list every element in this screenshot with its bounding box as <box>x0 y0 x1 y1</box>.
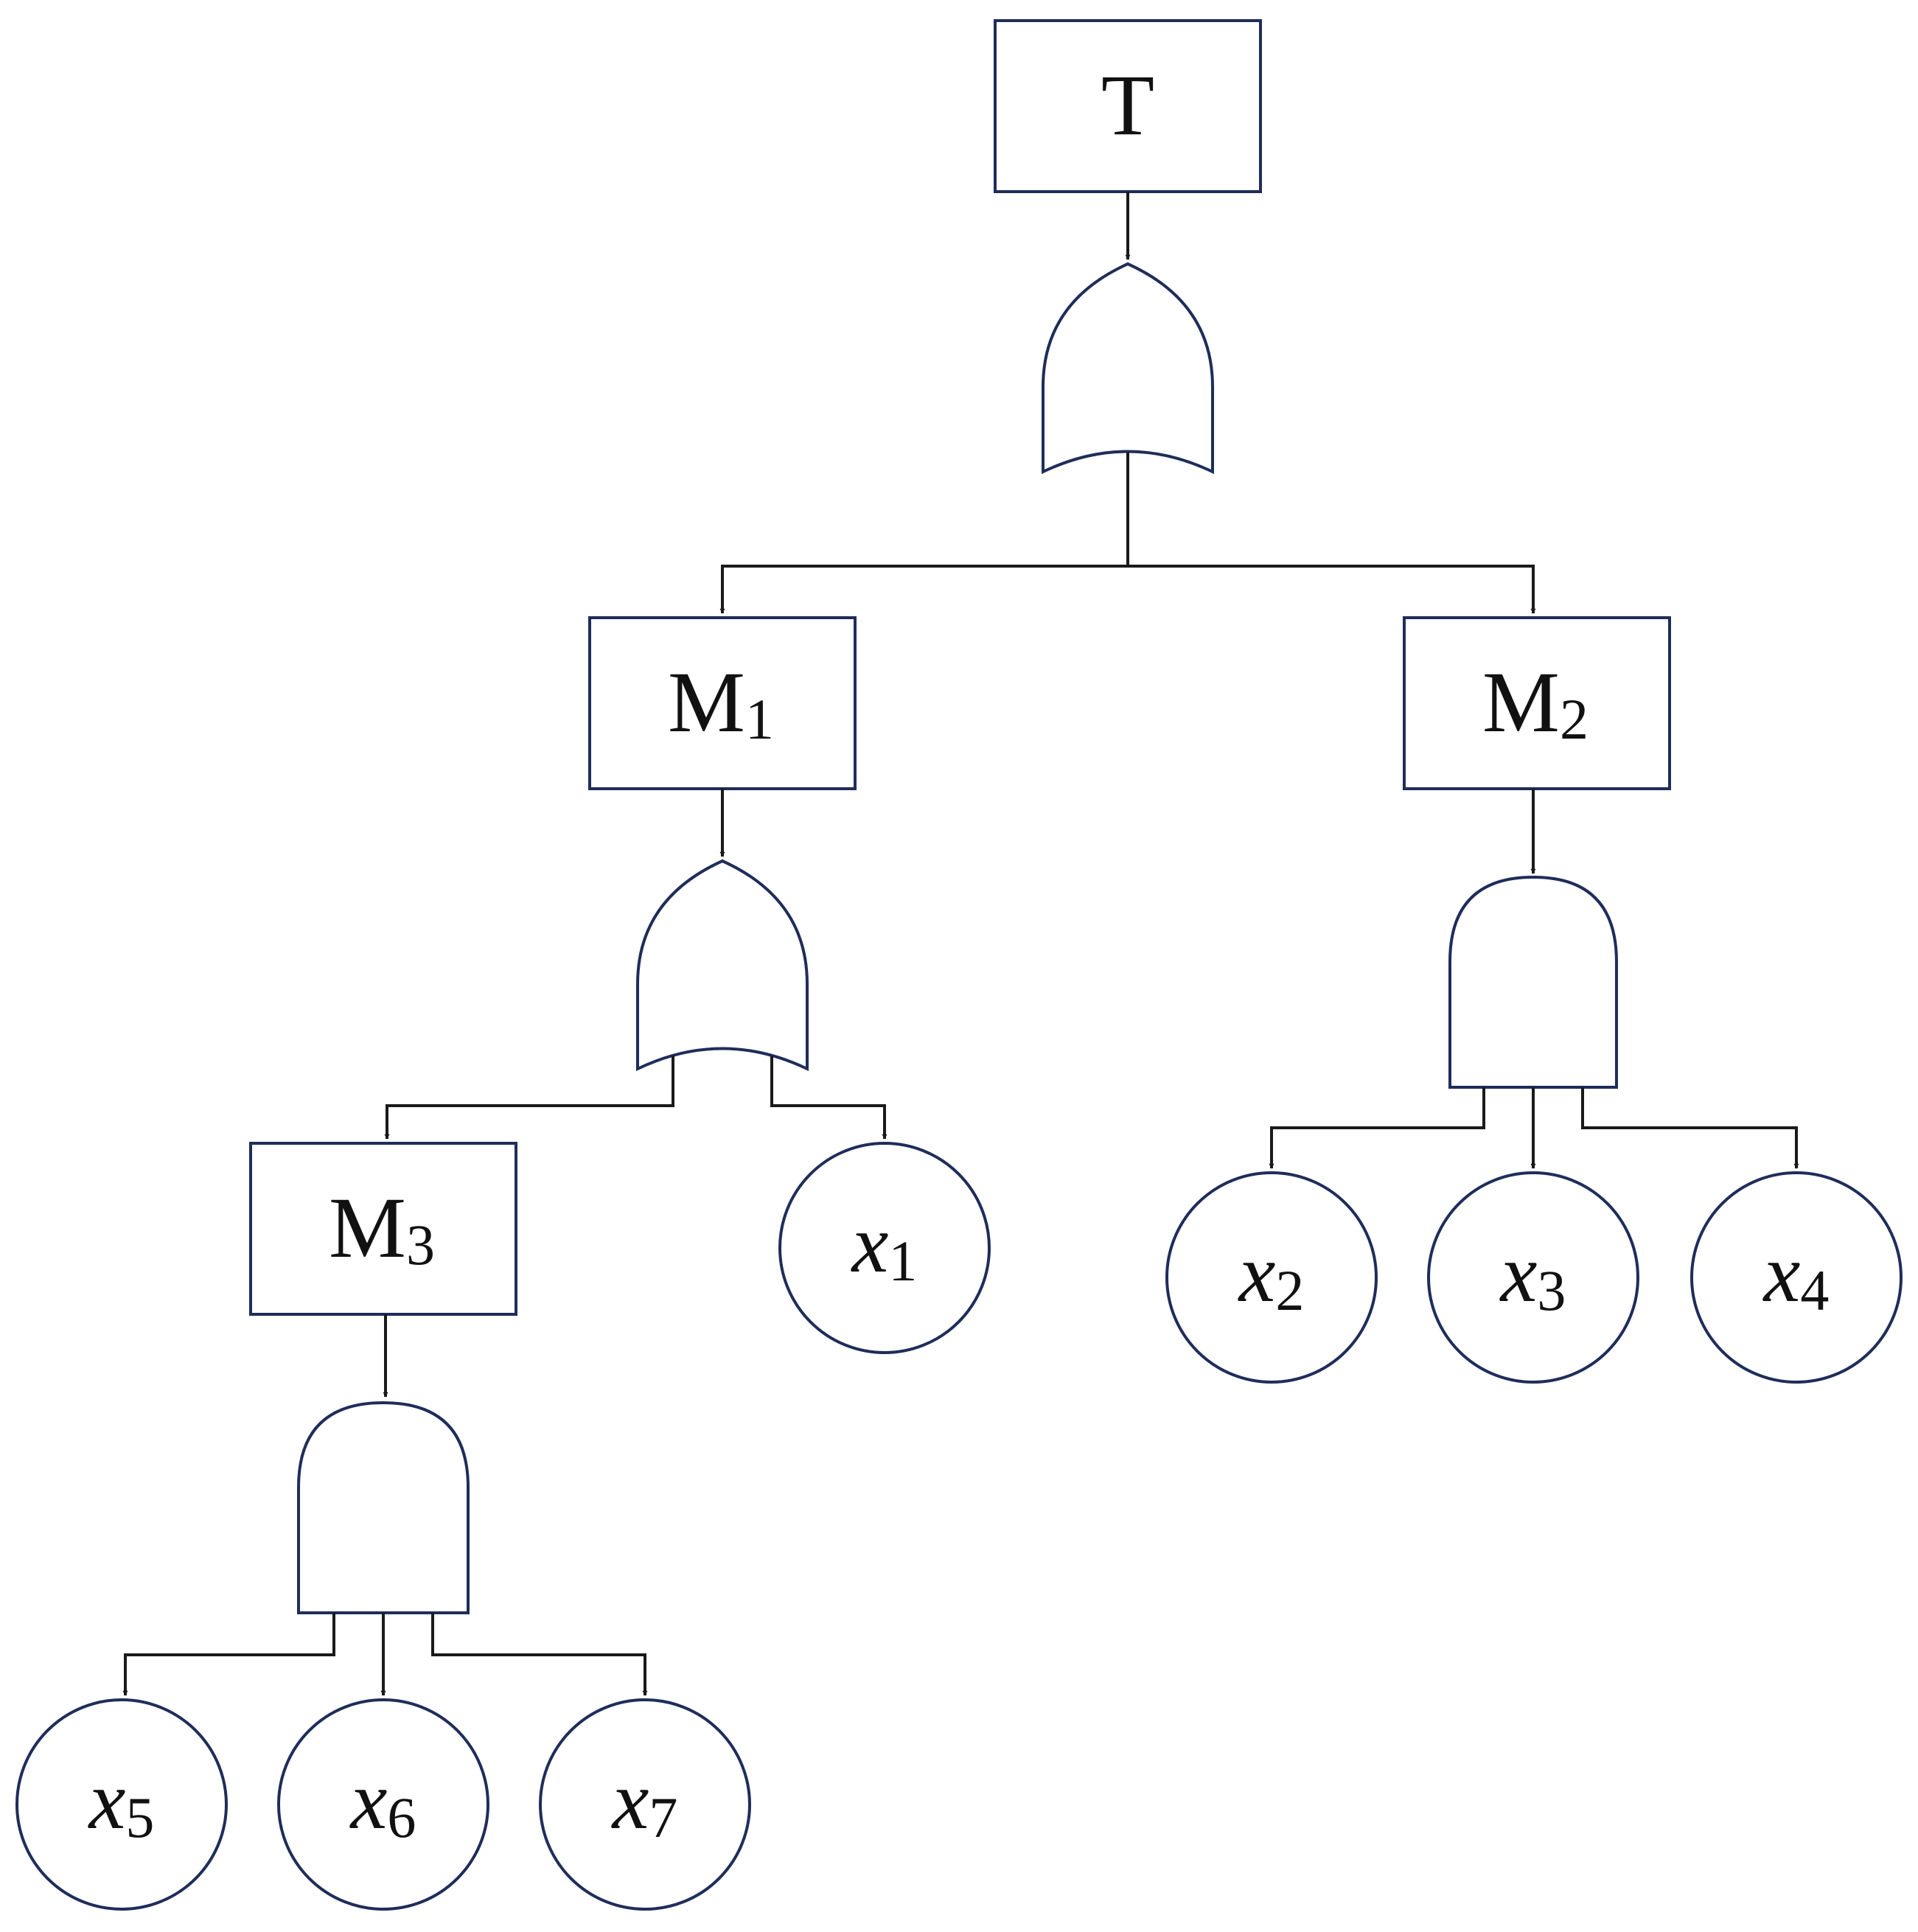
wire-M3-to-x5 <box>122 1613 335 1696</box>
x4-label: x4 <box>1762 1228 1830 1322</box>
top-event-T: T <box>994 19 1262 193</box>
or-gate-M1 <box>636 859 809 1072</box>
M1-label: M1 <box>668 654 774 751</box>
wire-M1-to-x1 <box>770 1056 887 1140</box>
basic-event-x7: x7 <box>539 1698 751 1911</box>
wire-M3-to-x7 <box>431 1613 648 1696</box>
wire-T-to-M2 <box>1128 565 1536 614</box>
basic-event-x4: x4 <box>1690 1171 1903 1384</box>
event-M3: M3 <box>249 1142 517 1316</box>
basic-event-x6: x6 <box>277 1698 489 1911</box>
wire-M2-to-x2 <box>1269 1087 1485 1169</box>
basic-event-x3: x3 <box>1427 1171 1639 1384</box>
or-gate-T <box>1042 262 1214 475</box>
x5-label: x5 <box>88 1755 155 1849</box>
x7-label: x7 <box>611 1755 678 1849</box>
M3-label: M3 <box>329 1179 435 1277</box>
basic-event-x1: x1 <box>778 1142 991 1354</box>
basic-event-x5: x5 <box>15 1698 228 1911</box>
M2-label: M2 <box>1482 654 1589 751</box>
wire-T-to-M1 <box>719 565 1128 614</box>
event-M2: M2 <box>1403 616 1671 790</box>
x1-label: x1 <box>851 1199 918 1293</box>
top-event-label: T <box>1101 57 1154 153</box>
x6-label: x6 <box>349 1755 416 1849</box>
x2-label: x2 <box>1238 1228 1305 1322</box>
wire-M2-to-x4 <box>1581 1087 1799 1169</box>
event-M1: M1 <box>588 616 857 790</box>
and-gate-M2 <box>1448 875 1618 1089</box>
basic-event-x2: x2 <box>1165 1171 1378 1384</box>
wire-M1-to-M3 <box>384 1056 674 1140</box>
and-gate-M3 <box>297 1401 470 1614</box>
x3-label: x3 <box>1499 1228 1566 1322</box>
